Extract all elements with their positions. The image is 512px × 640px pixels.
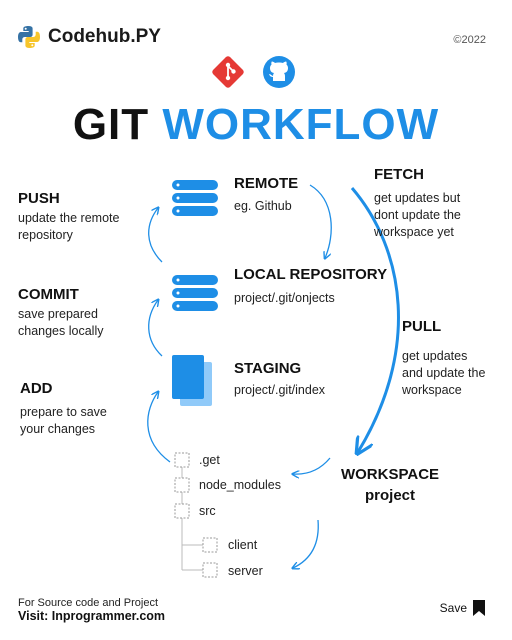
- python-logo-icon: [18, 26, 40, 48]
- checkout-arrow-1: [293, 457, 331, 474]
- pull-arrow: [350, 187, 400, 452]
- push-desc: update the remote repository: [18, 210, 119, 244]
- local-repo-desc: project/.git/onjects: [234, 291, 335, 305]
- fetch-label: FETCH: [374, 166, 424, 183]
- title-workflow: WORKFLOW: [162, 100, 440, 149]
- push-desc-line2: repository: [18, 228, 73, 242]
- pull-label: PULL: [402, 318, 442, 335]
- github-logo-icon: [263, 56, 295, 88]
- tree-item-node-modules: node_modules: [199, 478, 282, 492]
- staging-label: STAGING: [234, 360, 302, 377]
- push-arrow: [148, 208, 163, 263]
- push-desc-line1: update the remote: [18, 211, 120, 225]
- workspace-label-line2: project: [364, 487, 415, 504]
- local-repo-label: LOCAL REPOSITORY: [234, 266, 388, 283]
- commit-desc-line1: save prepared: [18, 307, 98, 321]
- add-desc: prepare to save your changes: [20, 404, 107, 438]
- fetch-desc-line2: dont update the: [374, 208, 461, 222]
- tree-item-get: .get: [199, 453, 220, 467]
- file-box-src: [174, 503, 190, 519]
- tree-item-client: client: [228, 538, 258, 552]
- add-arrow: [147, 392, 171, 463]
- git-logo-icon: [212, 56, 244, 88]
- file-box-node-modules: [174, 477, 190, 493]
- staging-desc: project/.git/index: [234, 383, 326, 397]
- remote-database-icon: [172, 180, 218, 216]
- tree-item-server: server: [228, 564, 263, 578]
- footer-visit-link[interactable]: Visit: Inprogrammer.com: [18, 609, 166, 623]
- commit-label: COMMIT: [18, 286, 79, 303]
- pull-desc-line1: get updates: [402, 349, 468, 363]
- file-tree-boxes: [174, 452, 218, 578]
- staging-files-icon: [172, 355, 212, 406]
- remote-desc: eg. Github: [234, 199, 292, 213]
- remote-label: REMOTE: [234, 175, 299, 192]
- brand: Codehub.PY: [16, 24, 161, 50]
- commit-desc-line2: changes locally: [18, 324, 104, 338]
- file-box-server: [202, 562, 218, 578]
- local-database-icon: [172, 275, 218, 311]
- page-title: GIT WORKFLOW: [0, 100, 512, 150]
- pull-desc-line3: workspace: [402, 383, 462, 397]
- add-desc-line2: your changes: [20, 422, 96, 436]
- brand-name: Codehub.PY: [48, 26, 161, 47]
- fetch-arrow: [309, 184, 332, 258]
- file-box-client: [202, 537, 218, 553]
- fetch-desc-line3: workspace yet: [374, 225, 454, 239]
- workspace-label: WORKSPACE project: [340, 466, 440, 504]
- tree-item-src: src: [199, 504, 216, 518]
- save-button[interactable]: Save: [440, 599, 486, 617]
- fetch-desc: get updates but dont update the workspac…: [374, 190, 461, 241]
- commit-desc: save prepared changes locally: [18, 306, 103, 340]
- checkout-arrow-2: [293, 519, 319, 568]
- title-git: GIT: [72, 100, 150, 149]
- push-label: PUSH: [18, 190, 60, 207]
- add-desc-line1: prepare to save: [20, 405, 107, 419]
- pull-desc-line2: and update the: [402, 366, 486, 380]
- workspace-label-line1: WORKSPACE: [340, 466, 440, 483]
- bookmark-icon: [473, 600, 485, 616]
- footer-source-text: For Source code and Project: [18, 597, 159, 609]
- file-box-get: [174, 452, 190, 468]
- copyright: ©2022: [453, 34, 486, 46]
- add-label: ADD: [20, 380, 53, 397]
- save-label: Save: [439, 601, 467, 615]
- pull-desc: get updates and update the workspace: [402, 348, 485, 399]
- fetch-desc-line1: get updates but: [374, 191, 461, 205]
- commit-arrow: [148, 300, 163, 357]
